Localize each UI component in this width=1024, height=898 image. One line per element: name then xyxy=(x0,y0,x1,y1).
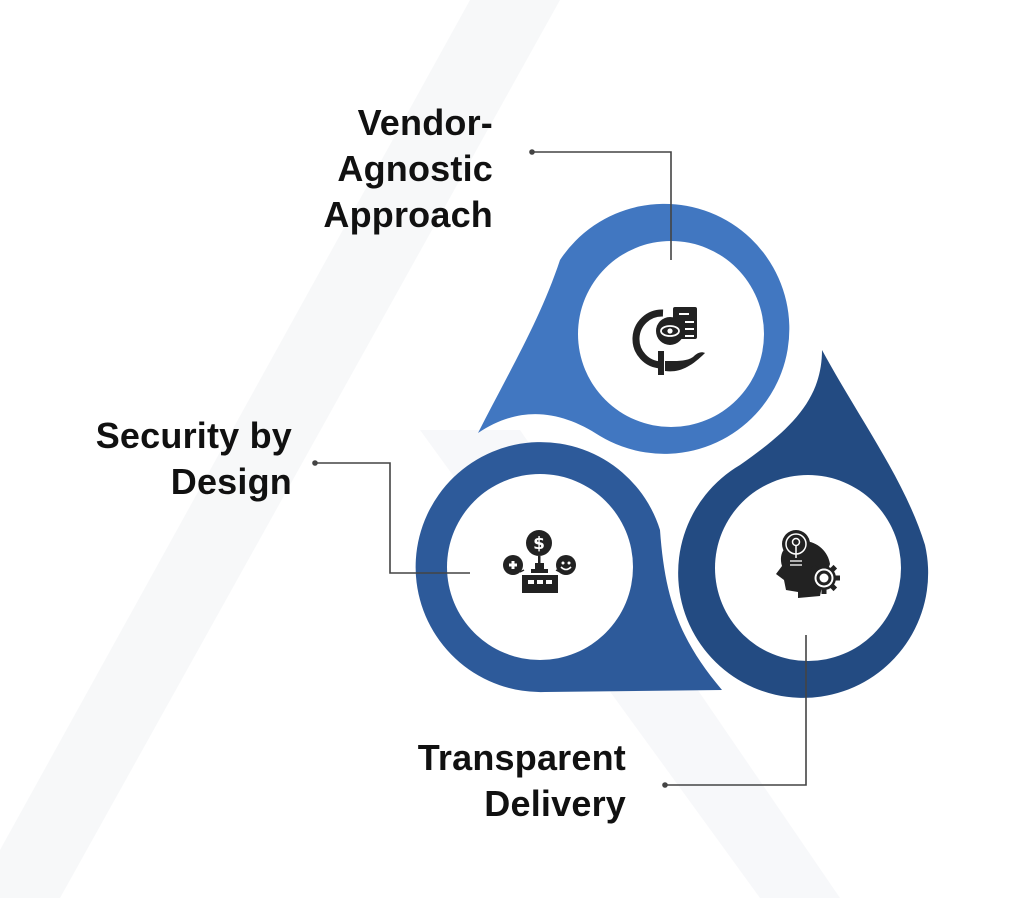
label-transparent-delivery: Transparent Delivery xyxy=(326,735,626,827)
head-lightbulb-gear-icon xyxy=(776,530,840,598)
eye-document-hand-icon xyxy=(632,307,705,375)
svg-text:$: $ xyxy=(533,534,545,554)
stakeholder-balance-icon: $ xyxy=(503,530,576,593)
label-line: Vendor- xyxy=(357,102,493,143)
teardrop-vendor-agnostic xyxy=(478,203,790,454)
connector-vendor xyxy=(529,149,672,260)
connector-security xyxy=(312,460,470,574)
connector-transparent xyxy=(662,635,807,788)
label-line: Security by xyxy=(95,415,292,456)
label-line: Transparent xyxy=(417,737,626,778)
label-security-by-design: Security by Design xyxy=(0,413,292,505)
label-line: Approach xyxy=(323,194,493,235)
label-vendor-agnostic-approach: Vendor- Agnostic Approach xyxy=(233,100,493,238)
label-line: Design xyxy=(170,461,292,502)
label-line: Agnostic xyxy=(337,148,493,189)
label-line: Delivery xyxy=(484,783,626,824)
